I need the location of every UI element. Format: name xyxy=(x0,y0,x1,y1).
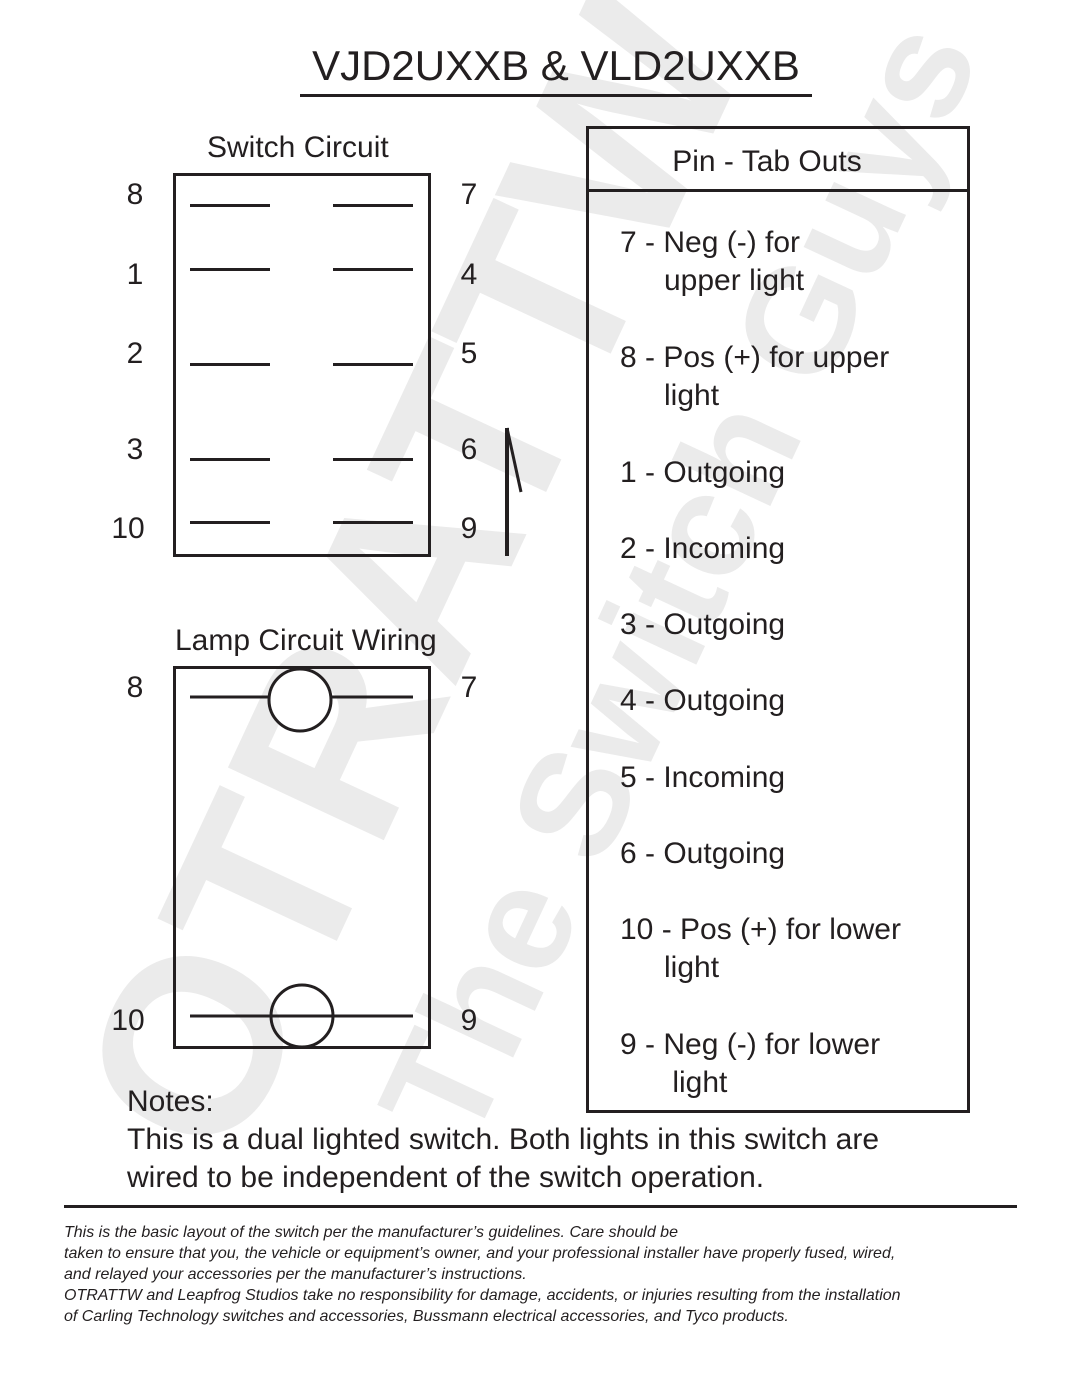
pin-entry-line: 7 - Neg (-) for xyxy=(620,226,801,259)
switch-circuit-box xyxy=(173,173,431,557)
pin-tab-outs-title: Pin - Tab Outs xyxy=(672,145,862,178)
switch-terminal-line xyxy=(333,363,413,366)
switch-right-pin: 7 xyxy=(460,178,478,211)
pin-entry-line: 2 - Incoming xyxy=(620,532,786,565)
disclaimer-line: and relayed your accessories per the man… xyxy=(64,1266,527,1283)
pin-entry-line: 3 - Outgoing xyxy=(620,608,786,641)
pin-entry-line: 9 - Neg (-) for lower xyxy=(620,1028,881,1061)
switch-terminal-line xyxy=(333,204,413,207)
pin-tab-outs-box xyxy=(586,126,970,1113)
lamp-wiring-diagram xyxy=(190,667,413,1049)
pin-entry-line: upper light xyxy=(664,264,805,297)
switch-terminal-line xyxy=(190,363,270,366)
switch-right-pin: 5 xyxy=(460,337,478,370)
disclaimer-line: taken to ensure that you, the vehicle or… xyxy=(64,1245,896,1262)
switch-left-pin: 1 xyxy=(126,258,144,291)
disclaimer-line: of Carling Technology switches and acces… xyxy=(64,1308,789,1325)
pin-entry-line: 1 - Outgoing xyxy=(620,456,786,489)
disclaimer-line: OTRATTW and Leapfrog Studios take no res… xyxy=(64,1287,901,1304)
pin-entry: 7 - Neg (-) for upper light xyxy=(620,224,960,300)
lamp-left-pin: 10 xyxy=(111,1004,145,1037)
switch-terminal-line xyxy=(333,521,413,524)
switch-terminal-line xyxy=(190,204,270,207)
switch-right-pin: 6 xyxy=(460,433,478,466)
upper-lamp-icon xyxy=(267,667,333,733)
switch-circuit-title: Switch Circuit xyxy=(207,131,389,164)
notes-line: This is a dual lighted switch. Both ligh… xyxy=(127,1123,880,1156)
notes-line: wired to be independent of the switch op… xyxy=(127,1161,765,1194)
switch-terminal-line xyxy=(190,458,270,461)
disclaimer: This is the basic layout of the switch p… xyxy=(64,1222,1024,1327)
page-title: VJD2UXXB & VLD2UXXB xyxy=(300,38,812,97)
switch-right-pin: 4 xyxy=(460,258,478,291)
pin-entry-line: 8 - Pos (+) for upper xyxy=(620,341,890,374)
switch-terminal-line xyxy=(333,458,413,461)
pin-tab-outs-header xyxy=(586,126,970,192)
lamp-left-pin: 8 xyxy=(126,671,144,704)
pin-entry-line: 10 - Pos (+) for lower xyxy=(620,913,901,946)
disclaimer-line: This is the basic layout of the switch p… xyxy=(64,1224,678,1241)
switch-terminal-line xyxy=(190,268,270,271)
pin-entry-line: light xyxy=(664,379,720,412)
lamp-circuit-title: Lamp Circuit Wiring xyxy=(175,624,437,657)
lower-lamp-icon xyxy=(269,983,335,1049)
switch-actuator-symbol xyxy=(505,427,523,556)
pin-entry: 8 - Pos (+) for upper light xyxy=(620,339,960,415)
notes-heading: Notes: xyxy=(127,1085,214,1118)
pin-entry: 3 - Outgoing xyxy=(620,606,960,644)
pin-entry-line: light xyxy=(664,1066,728,1099)
lamp-right-pin: 9 xyxy=(460,1004,478,1037)
switch-left-pin: 8 xyxy=(126,178,144,211)
pin-entry: 6 - Outgoing xyxy=(620,835,960,873)
switch-left-pin: 2 xyxy=(126,337,144,370)
pin-entry: 5 - Incoming xyxy=(620,759,960,797)
footer-divider xyxy=(64,1205,1017,1208)
pin-entry: 10 - Pos (+) for lower light xyxy=(620,911,960,987)
pin-entry: 2 - Incoming xyxy=(620,530,960,568)
switch-terminal-line xyxy=(333,268,413,271)
pin-entry-line: 4 - Outgoing xyxy=(620,684,786,717)
pin-entry: 9 - Neg (-) for lower light xyxy=(620,1026,960,1102)
lamp-right-pin: 7 xyxy=(460,671,478,704)
switch-terminal-line xyxy=(190,521,270,524)
switch-left-pin: 3 xyxy=(126,433,144,466)
pin-entry-line: 6 - Outgoing xyxy=(620,837,786,870)
switch-right-pin: 9 xyxy=(460,512,478,545)
switch-left-pin: 10 xyxy=(111,512,145,545)
pin-entry-line: light xyxy=(664,951,720,984)
pin-entry: 1 - Outgoing xyxy=(620,454,960,492)
pin-entry-line: 5 - Incoming xyxy=(620,761,786,794)
pin-entry: 4 - Outgoing xyxy=(620,682,960,720)
